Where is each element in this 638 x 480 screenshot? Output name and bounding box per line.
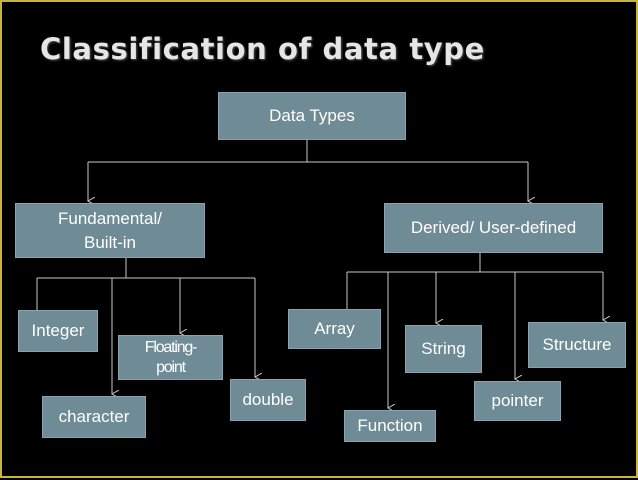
node-integer: Integer	[18, 310, 98, 352]
node-double: double	[230, 379, 306, 421]
node-data-types: Data Types	[218, 92, 406, 140]
node-function: Function	[344, 410, 436, 442]
slide-title: Classification of data type	[40, 32, 485, 66]
node-array: Array	[288, 309, 381, 349]
node-string: String	[405, 325, 482, 373]
node-character: character	[42, 396, 146, 438]
node-pointer: pointer	[474, 381, 561, 421]
node-derived: Derived/ User-defined	[384, 203, 603, 253]
node-fundamental: Fundamental/ Built-in	[15, 203, 205, 258]
node-floating-point: Floating-point	[118, 335, 223, 380]
node-structure: Structure	[528, 322, 626, 368]
